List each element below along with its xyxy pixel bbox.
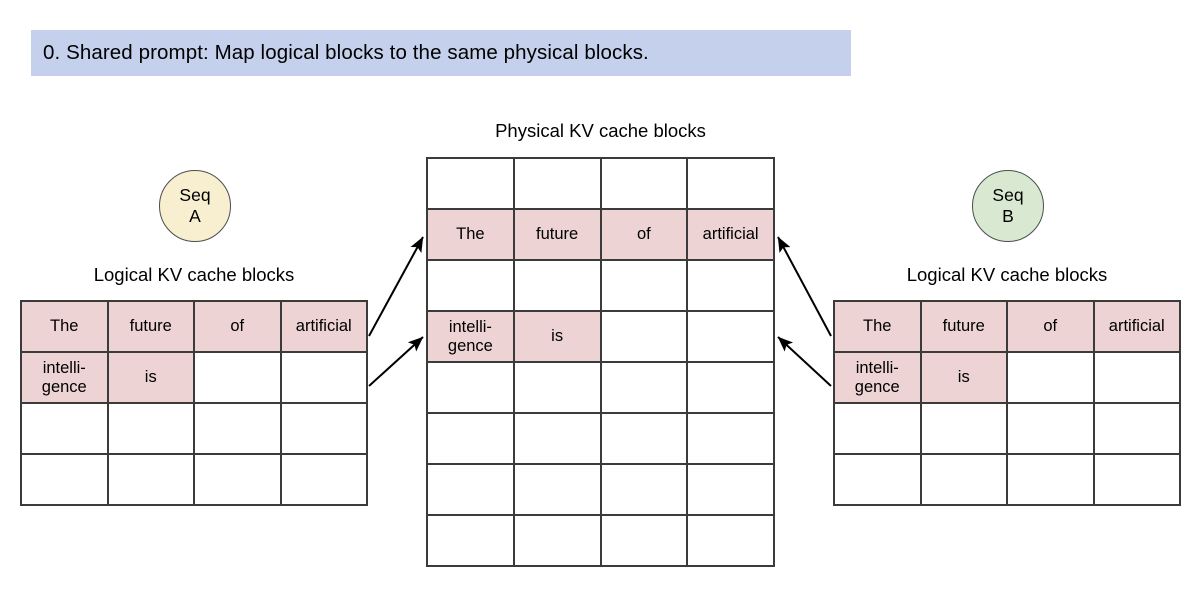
block-cell bbox=[921, 455, 1008, 506]
block-cell bbox=[601, 159, 689, 210]
step-banner: 0. Shared prompt: Map logical blocks to … bbox=[31, 30, 851, 76]
seq-b-label-line2: B bbox=[1002, 206, 1014, 226]
block-cell bbox=[688, 414, 775, 465]
block-cell bbox=[601, 516, 689, 567]
block-cell bbox=[22, 404, 109, 455]
block-cell: The bbox=[835, 302, 922, 353]
block-cell bbox=[601, 363, 689, 414]
block-cell: The bbox=[428, 210, 515, 261]
block-cell bbox=[1094, 404, 1181, 455]
block-cell bbox=[195, 455, 282, 506]
block-cell: future bbox=[108, 302, 195, 353]
block-cell: is bbox=[921, 353, 1008, 404]
seq-b-label-line1: Seq bbox=[992, 185, 1024, 205]
block-cell bbox=[428, 363, 515, 414]
block-cell: of bbox=[601, 210, 689, 261]
block-cell bbox=[108, 455, 195, 506]
physical-table-title: Physical KV cache blocks bbox=[495, 120, 706, 141]
block-cell bbox=[428, 159, 515, 210]
block-cell bbox=[281, 404, 368, 455]
left-logical-table-title: Logical KV cache blocks bbox=[93, 264, 295, 285]
block-cell bbox=[601, 465, 689, 516]
block-cell bbox=[835, 404, 922, 455]
block-cell bbox=[1008, 404, 1095, 455]
block-cell bbox=[688, 159, 775, 210]
block-cell: artificial bbox=[688, 210, 775, 261]
arrow-right-row2-to-physical-row4 bbox=[777, 336, 832, 387]
block-cell: is bbox=[514, 312, 602, 363]
block-cell: intelli-gence bbox=[428, 312, 515, 363]
block-cell bbox=[281, 353, 368, 404]
block-cell bbox=[921, 404, 1008, 455]
block-cell: future bbox=[514, 210, 602, 261]
block-cell bbox=[1008, 353, 1095, 404]
block-cell bbox=[688, 363, 775, 414]
seq-a-label-line2: A bbox=[189, 206, 201, 226]
block-cell bbox=[1008, 455, 1095, 506]
block-cell bbox=[1094, 353, 1181, 404]
block-cell bbox=[281, 455, 368, 506]
block-cell bbox=[22, 455, 109, 506]
block-cell bbox=[688, 516, 775, 567]
block-cell bbox=[514, 363, 602, 414]
block-cell: intelli-gence bbox=[22, 353, 109, 404]
block-cell: artificial bbox=[1094, 302, 1181, 353]
block-cell: of bbox=[195, 302, 282, 353]
step-banner-text: 0. Shared prompt: Map logical blocks to … bbox=[43, 41, 649, 64]
block-cell bbox=[514, 516, 602, 567]
arrow-left-row2-to-physical-row4 bbox=[368, 336, 424, 387]
seq-a-badge: Seq A bbox=[159, 170, 231, 242]
arrow-left-row1-to-physical-row2 bbox=[368, 236, 424, 337]
block-cell: future bbox=[921, 302, 1008, 353]
block-cell: intelli-gence bbox=[835, 353, 922, 404]
block-cell bbox=[835, 455, 922, 506]
block-cell bbox=[514, 465, 602, 516]
block-cell: is bbox=[108, 353, 195, 404]
block-cell bbox=[601, 261, 689, 312]
block-cell bbox=[514, 261, 602, 312]
right-logical-table-title: Logical KV cache blocks bbox=[906, 264, 1108, 285]
block-cell bbox=[601, 414, 689, 465]
block-cell bbox=[601, 312, 689, 363]
block-cell bbox=[195, 404, 282, 455]
block-cell bbox=[1094, 455, 1181, 506]
seq-a-label-line1: Seq bbox=[179, 185, 211, 205]
block-cell bbox=[428, 465, 515, 516]
block-cell bbox=[108, 404, 195, 455]
block-cell bbox=[514, 414, 602, 465]
block-cell bbox=[428, 414, 515, 465]
arrow-right-row1-to-physical-row2 bbox=[777, 236, 832, 337]
block-cell bbox=[428, 261, 515, 312]
block-cell bbox=[688, 465, 775, 516]
block-cell bbox=[195, 353, 282, 404]
block-cell bbox=[688, 261, 775, 312]
block-cell bbox=[514, 159, 602, 210]
block-cell: The bbox=[22, 302, 109, 353]
seq-b-badge: Seq B bbox=[972, 170, 1044, 242]
block-cell: of bbox=[1008, 302, 1095, 353]
block-cell bbox=[428, 516, 515, 567]
block-cell: artificial bbox=[281, 302, 368, 353]
block-cell bbox=[688, 312, 775, 363]
